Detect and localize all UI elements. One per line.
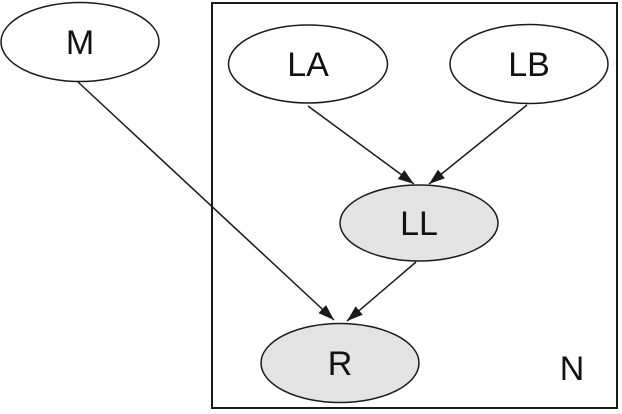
node-ellipse-LA bbox=[227, 24, 389, 104]
node-ellipse-M bbox=[0, 1, 160, 83]
node-R: R bbox=[260, 322, 420, 404]
edge-LA-to-LL bbox=[307, 105, 415, 185]
plate-label: N bbox=[560, 350, 585, 388]
node-label-LL: LL bbox=[400, 205, 438, 243]
node-ellipse-R bbox=[260, 322, 420, 404]
node-label-LA: LA bbox=[287, 46, 329, 84]
edge-LL-to-R bbox=[346, 261, 417, 322]
node-ellipse-LL bbox=[339, 184, 499, 262]
plate-rect bbox=[211, 2, 618, 409]
node-M: M bbox=[0, 1, 160, 83]
node-label-LB: LB bbox=[508, 46, 550, 84]
edge-LB-to-LL bbox=[428, 104, 528, 185]
node-LL: LL bbox=[339, 184, 499, 262]
node-ellipse-LB bbox=[449, 23, 609, 105]
node-label-R: R bbox=[328, 345, 353, 383]
node-LA: LA bbox=[227, 24, 389, 104]
node-LB: LB bbox=[449, 23, 609, 105]
edge-M-to-R bbox=[77, 81, 335, 321]
node-label-M: M bbox=[66, 24, 94, 62]
